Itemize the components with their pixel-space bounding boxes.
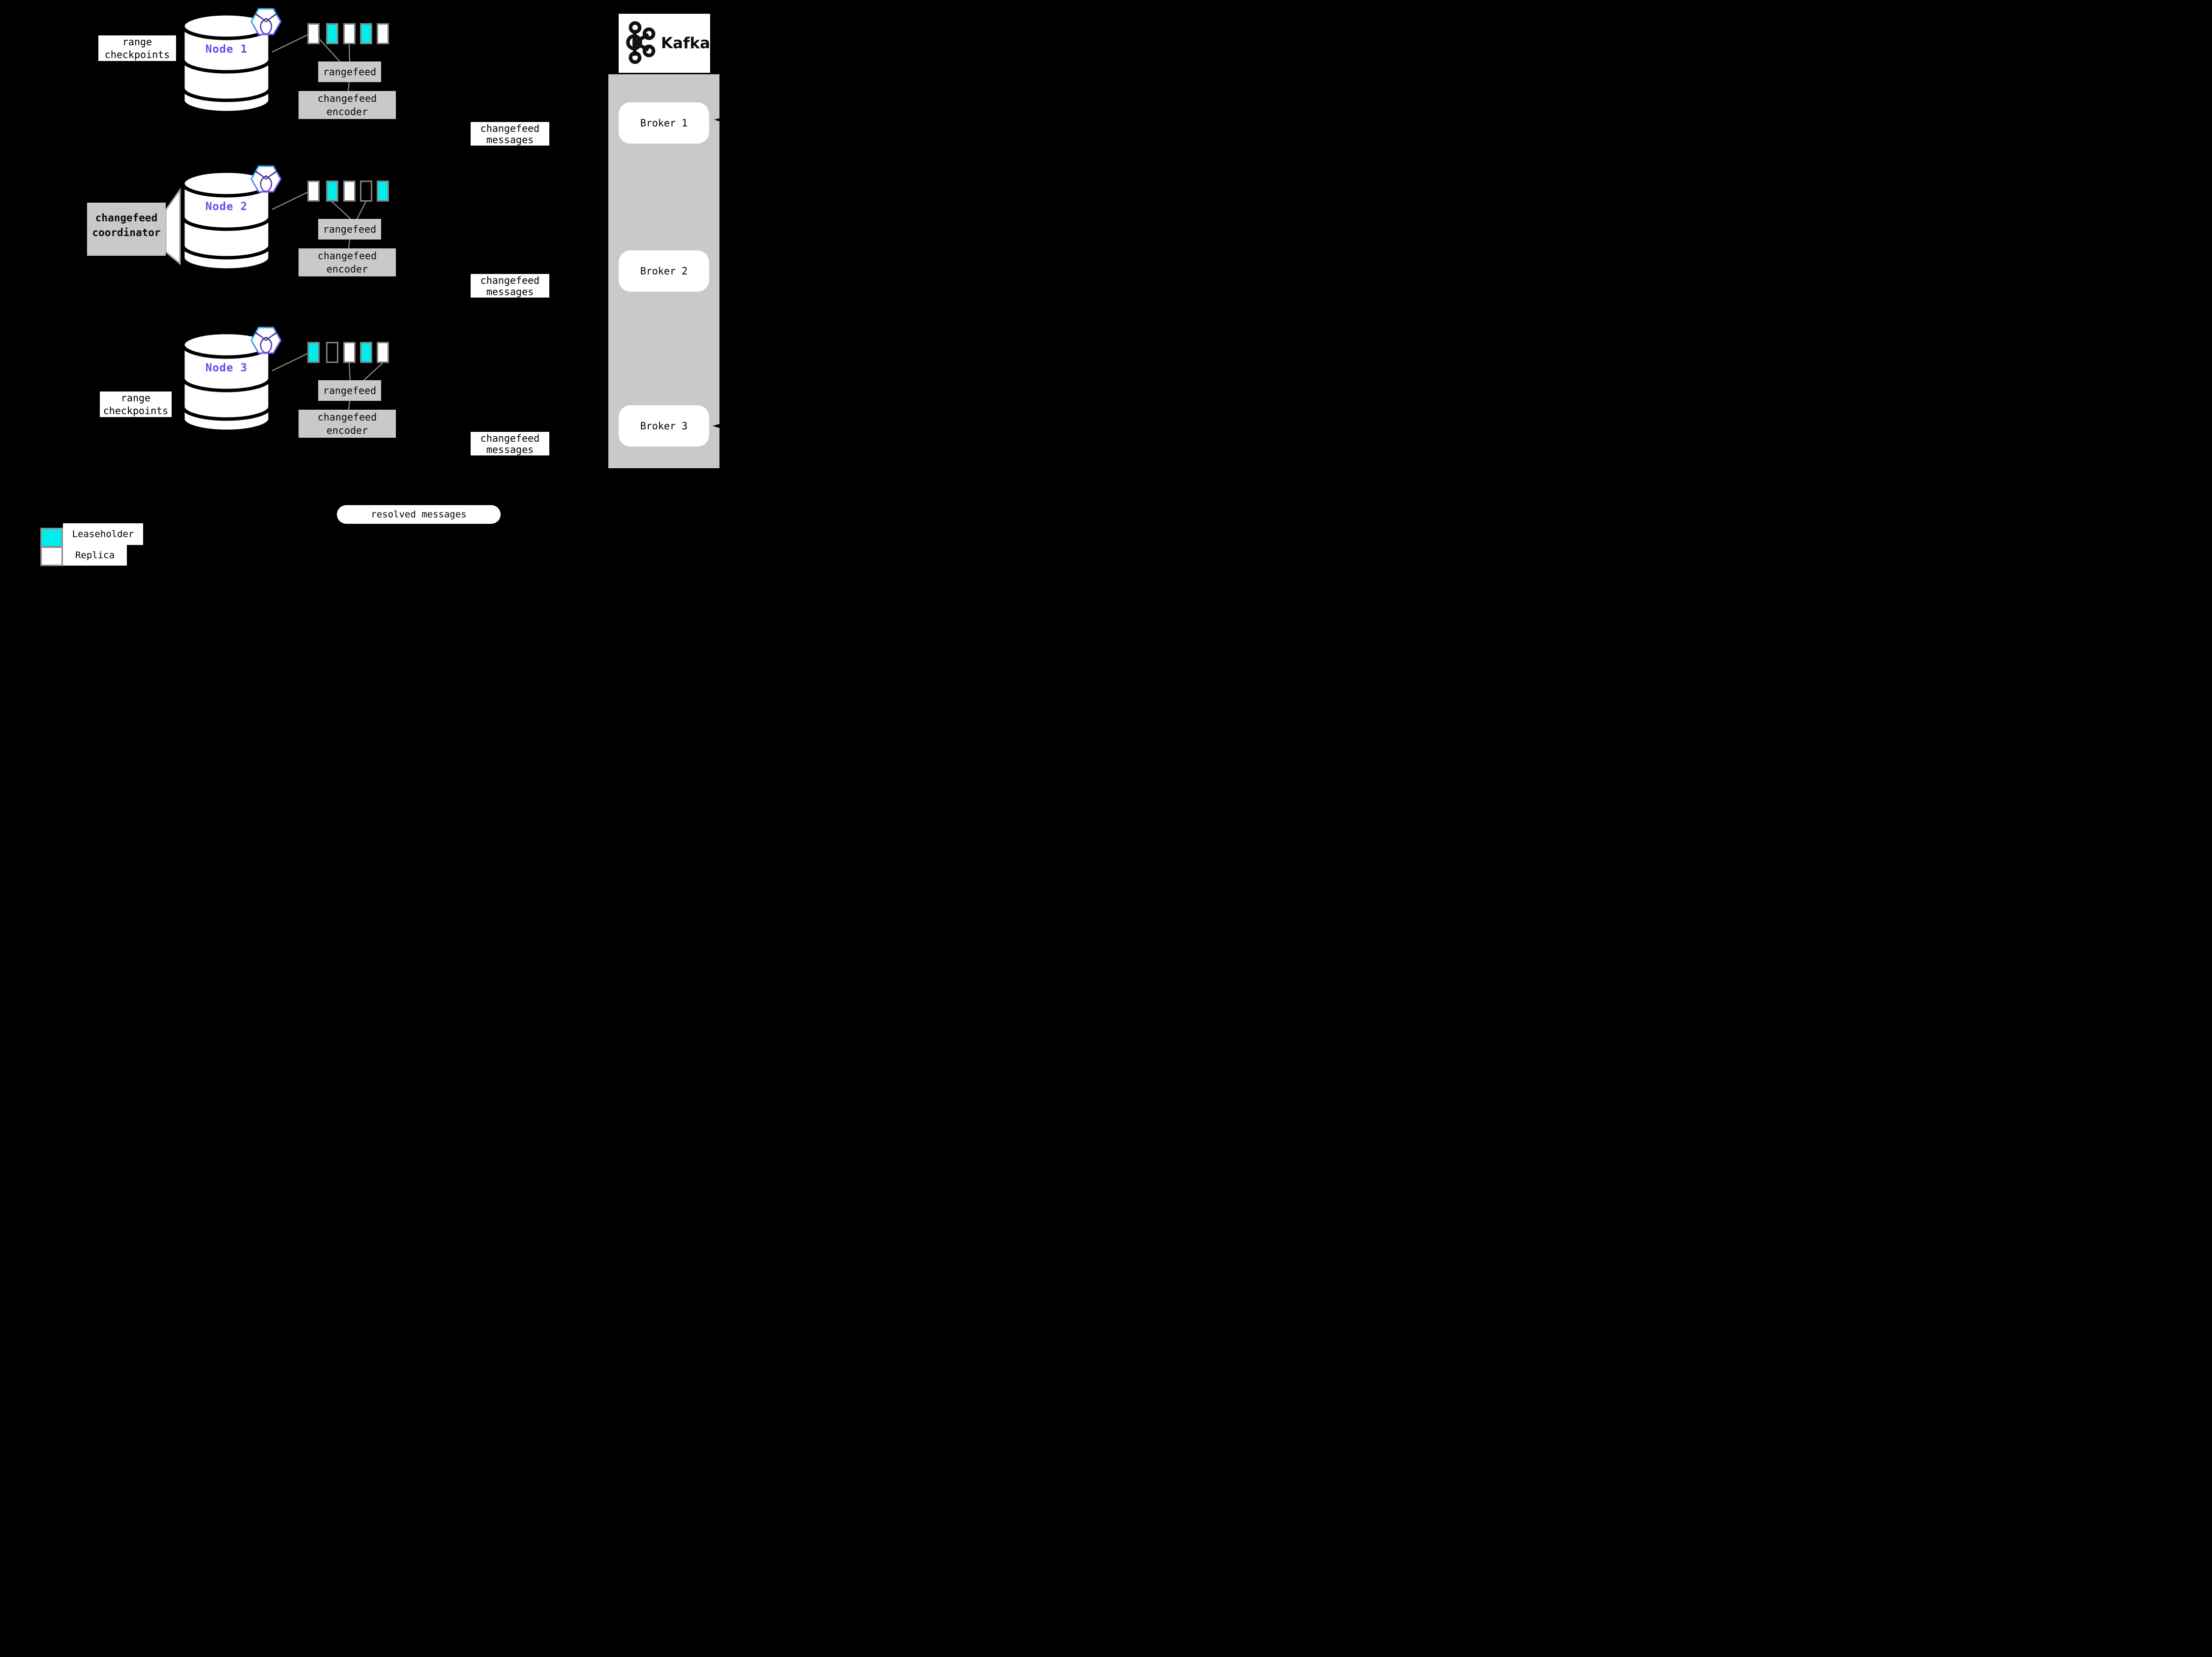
kafka-logo-text: Kafka xyxy=(661,34,710,52)
messages-line1: changefeed xyxy=(480,122,540,134)
kafka-logo-box: Kafka xyxy=(619,14,710,73)
cockroachdb-icon-node3 xyxy=(250,327,282,354)
messages-line2: messages xyxy=(486,134,534,146)
range-rect xyxy=(307,342,320,363)
range-checkpoints-line2: checkpoints xyxy=(103,405,169,417)
node3-label: Node 3 xyxy=(205,362,248,374)
changefeed-messages-label-1: changefeed messages xyxy=(471,122,549,146)
range-rect xyxy=(377,342,389,363)
encoder-line1: changefeed xyxy=(317,92,377,104)
encoder-line2: encoder xyxy=(326,263,368,275)
line-range3-to-rangefeed1 xyxy=(348,44,351,62)
range-checkpoints-line2: checkpoints xyxy=(104,49,170,60)
range-rect xyxy=(377,23,389,44)
changefeed-encoder-box-node2: changefeed encoder xyxy=(299,248,396,276)
changefeed-encoder-box-node3: changefeed encoder xyxy=(299,410,396,438)
line-range1-to-rangefeed1 xyxy=(319,38,340,62)
database-cylinder-node1 xyxy=(181,12,272,114)
range-rect xyxy=(377,181,389,202)
broker-3: Broker 3 xyxy=(619,405,709,447)
legend-replica-swatch xyxy=(40,546,63,566)
range-checkpoints-line1: range xyxy=(120,392,151,404)
changefeed-messages-label-3: changefeed messages xyxy=(471,432,549,455)
cockroachdb-icon-node2 xyxy=(250,165,282,193)
range-checkpoints-line1: range xyxy=(122,36,152,48)
line-node1-to-ranges xyxy=(271,34,308,53)
resolved-messages-pill: resolved messages xyxy=(337,505,501,524)
line-range5-to-rangefeed3 xyxy=(363,362,383,381)
encoder-line1: changefeed xyxy=(317,250,377,262)
line-rangefeed1-to-encoder1 xyxy=(347,82,350,91)
kafka-logo-icon xyxy=(626,21,656,64)
coordinator-line2: coordinator xyxy=(92,227,161,239)
changefeed-encoder-box-node1: changefeed encoder xyxy=(299,91,396,119)
node1-label: Node 1 xyxy=(205,43,248,56)
line-rangefeed2-to-encoder2 xyxy=(348,239,351,249)
range-rect xyxy=(326,181,338,202)
range-rect xyxy=(360,181,372,202)
range-rect xyxy=(326,342,338,363)
database-cylinder-node3 xyxy=(181,331,272,433)
line-node3-to-ranges xyxy=(271,353,308,371)
line-range2-to-rangefeed2 xyxy=(331,201,351,219)
rangefeed-box-node2: rangefeed xyxy=(318,219,381,240)
connector-lines-layer xyxy=(165,34,383,410)
changefeed-coordinator-box: changefeed coordinator xyxy=(87,203,166,256)
cockroachdb-icon-node1 xyxy=(250,8,282,35)
line-range3-to-rangefeed3 xyxy=(348,362,351,381)
encoder-line2: encoder xyxy=(326,424,368,436)
range-rect xyxy=(343,23,356,44)
broker-2: Broker 2 xyxy=(619,250,709,292)
rangefeed-box-node3: rangefeed xyxy=(318,380,381,401)
range-checkpoints-label-node1: range checkpoints xyxy=(98,35,176,61)
database-cylinder-node2 xyxy=(181,170,272,271)
changefeed-architecture-diagram: range checkpoints Node 1 rangefeed xyxy=(0,0,771,577)
messages-line1: changefeed xyxy=(480,432,540,444)
encoder-line2: encoder xyxy=(326,106,368,118)
legend-leaseholder-swatch xyxy=(40,528,63,547)
messages-line1: changefeed xyxy=(480,274,540,286)
line-node2-to-ranges xyxy=(271,192,308,210)
messages-line2: messages xyxy=(486,444,534,455)
broker-1: Broker 1 xyxy=(619,102,709,144)
range-rect xyxy=(343,342,356,363)
legend-replica-label: Replica xyxy=(63,545,127,566)
line-range4-to-rangefeed2 xyxy=(357,201,366,219)
rangefeed-box-node1: rangefeed xyxy=(318,61,381,82)
range-rect xyxy=(343,181,356,202)
range-rect xyxy=(360,23,372,44)
range-rect xyxy=(307,181,320,202)
messages-line2: messages xyxy=(486,286,534,298)
range-checkpoints-label-node3: range checkpoints xyxy=(100,392,172,417)
encoder-line1: changefeed xyxy=(317,411,377,423)
node2-label: Node 2 xyxy=(205,201,248,213)
legend-leaseholder-label: Leaseholder xyxy=(63,523,143,545)
range-rect xyxy=(360,342,372,363)
range-rect xyxy=(326,23,338,44)
coordinator-flag-shape xyxy=(165,187,181,266)
range-rect xyxy=(307,23,320,44)
line-rangefeed3-to-encoder3 xyxy=(348,400,351,410)
changefeed-messages-label-2: changefeed messages xyxy=(471,274,549,298)
coordinator-line1: changefeed xyxy=(95,212,158,224)
